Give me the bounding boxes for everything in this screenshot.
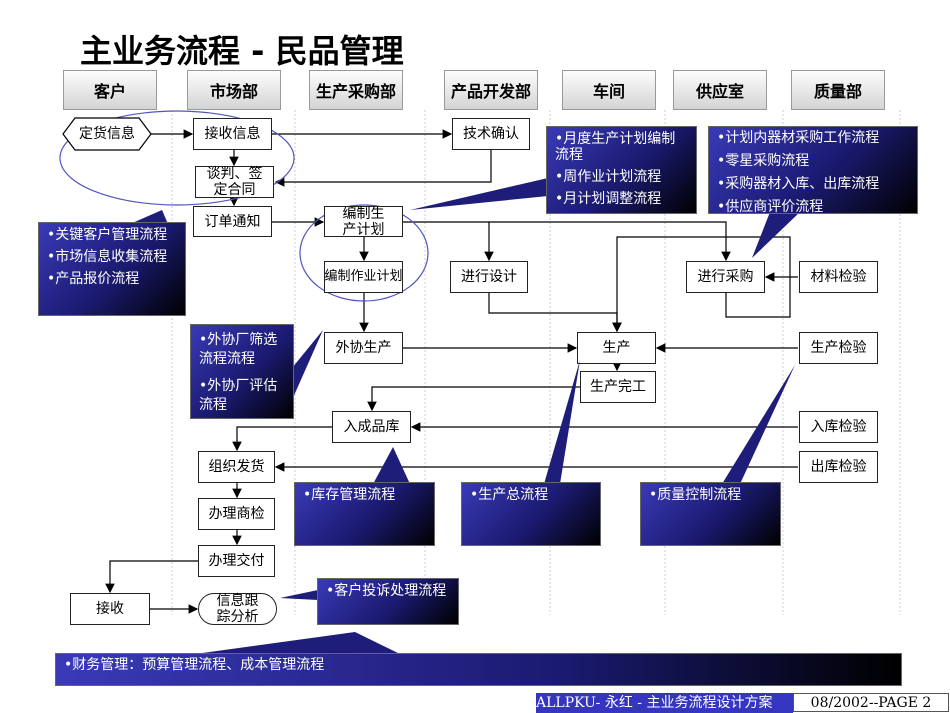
callout-item: •供应商评价流程: [717, 199, 824, 215]
callout-item: •生产总流程: [470, 487, 549, 503]
callout-outsource-processes: •外协厂筛选流程流程 •外协厂评估流程: [190, 324, 294, 419]
callout-item: •外协厂筛选流程流程: [199, 332, 278, 367]
footer-page-number: 08/2002--PAGE 2: [793, 693, 949, 712]
node-info-tracking: 信息跟踪分析: [198, 593, 277, 625]
column-header-product-dev: 产品开发部: [444, 70, 538, 110]
node-negotiate-contract: 谈判、签定合同: [195, 166, 274, 198]
column-header-quality: 质量部: [791, 70, 885, 110]
page-title: 主业务流程 - 民品管理: [80, 32, 404, 70]
callout-item: •外协厂评估流程: [199, 378, 278, 413]
node-tech-confirm: 技术确认: [452, 118, 530, 150]
callout-item: •质量控制流程: [649, 487, 742, 503]
column-header-production-purchasing: 生产采购部: [309, 70, 403, 110]
node-order-notice: 订单通知: [193, 206, 272, 237]
column-header-workshop: 车间: [562, 70, 656, 110]
node-delivery: 办理交付: [198, 545, 275, 577]
callout-item: •采购器材入库、出库流程: [717, 176, 880, 192]
callout-finance-process: •财务管理：预算管理流程、成本管理流程: [55, 653, 902, 686]
callout-production-process: •生产总流程: [461, 482, 601, 546]
callout-quality-process: •质量控制流程: [640, 482, 781, 546]
node-design: 进行设计: [450, 261, 528, 293]
node-out-check: 出库检验: [799, 451, 878, 483]
footer-project-title: ALLPKU- 永红 - 主业务流程设计方案: [536, 693, 793, 713]
node-inspection: 办理商检: [198, 498, 275, 530]
callout-market-processes: •关键客户管理流程 •市场信息收集流程 •产品报价流程: [38, 222, 186, 316]
node-outsource-production: 外协生产: [324, 332, 403, 364]
node-receive: 接收: [70, 593, 150, 625]
callout-inventory-process: •库存管理流程: [294, 482, 435, 546]
node-in-check: 入库检验: [799, 411, 878, 443]
node-production: 生产: [577, 332, 656, 364]
node-production-check: 生产检验: [799, 332, 878, 364]
callout-item: •零星采购流程: [717, 153, 810, 169]
node-warehouse-in: 入成品库: [332, 411, 411, 443]
node-material-check: 材料检验: [799, 261, 878, 293]
callout-item: •计划内器材采购工作流程: [717, 130, 880, 146]
column-header-marketing: 市场部: [187, 70, 281, 110]
callout-item: •库存管理流程: [303, 487, 396, 503]
callout-item: •客户投诉处理流程: [326, 583, 447, 599]
column-header-supply: 供应室: [673, 70, 767, 110]
node-production-plan: 编制生产计划: [324, 206, 403, 238]
callout-item: •月计划调整流程: [555, 191, 662, 207]
node-order-info: 定货信息: [79, 126, 135, 142]
callout-item: •周作业计划流程: [555, 169, 662, 185]
callout-item: •市场信息收集流程: [47, 249, 168, 265]
callout-item: •关键客户管理流程: [47, 227, 168, 243]
node-work-plan: 编制作业计划: [324, 261, 403, 293]
callout-item: •月度生产计划编制流程: [555, 131, 676, 163]
callout-item: •产品报价流程: [47, 271, 140, 287]
node-purchase: 进行采购: [686, 261, 765, 293]
callout-supply-processes: •计划内器材采购工作流程 •零星采购流程 •采购器材入库、出库流程 •供应商评价流程: [708, 126, 918, 215]
callout-item: •财务管理：预算管理流程、成本管理流程: [64, 657, 325, 673]
callout-planning-processes: •月度生产计划编制流程 •周作业计划流程 •月计划调整流程: [546, 126, 697, 214]
node-ship: 组织发货: [198, 451, 275, 483]
node-production-done: 生产完工: [580, 371, 656, 403]
column-header-customer: 客户: [63, 70, 157, 110]
callout-complaint-process: •客户投诉处理流程: [317, 578, 459, 625]
node-receive-info: 接收信息: [193, 118, 272, 150]
